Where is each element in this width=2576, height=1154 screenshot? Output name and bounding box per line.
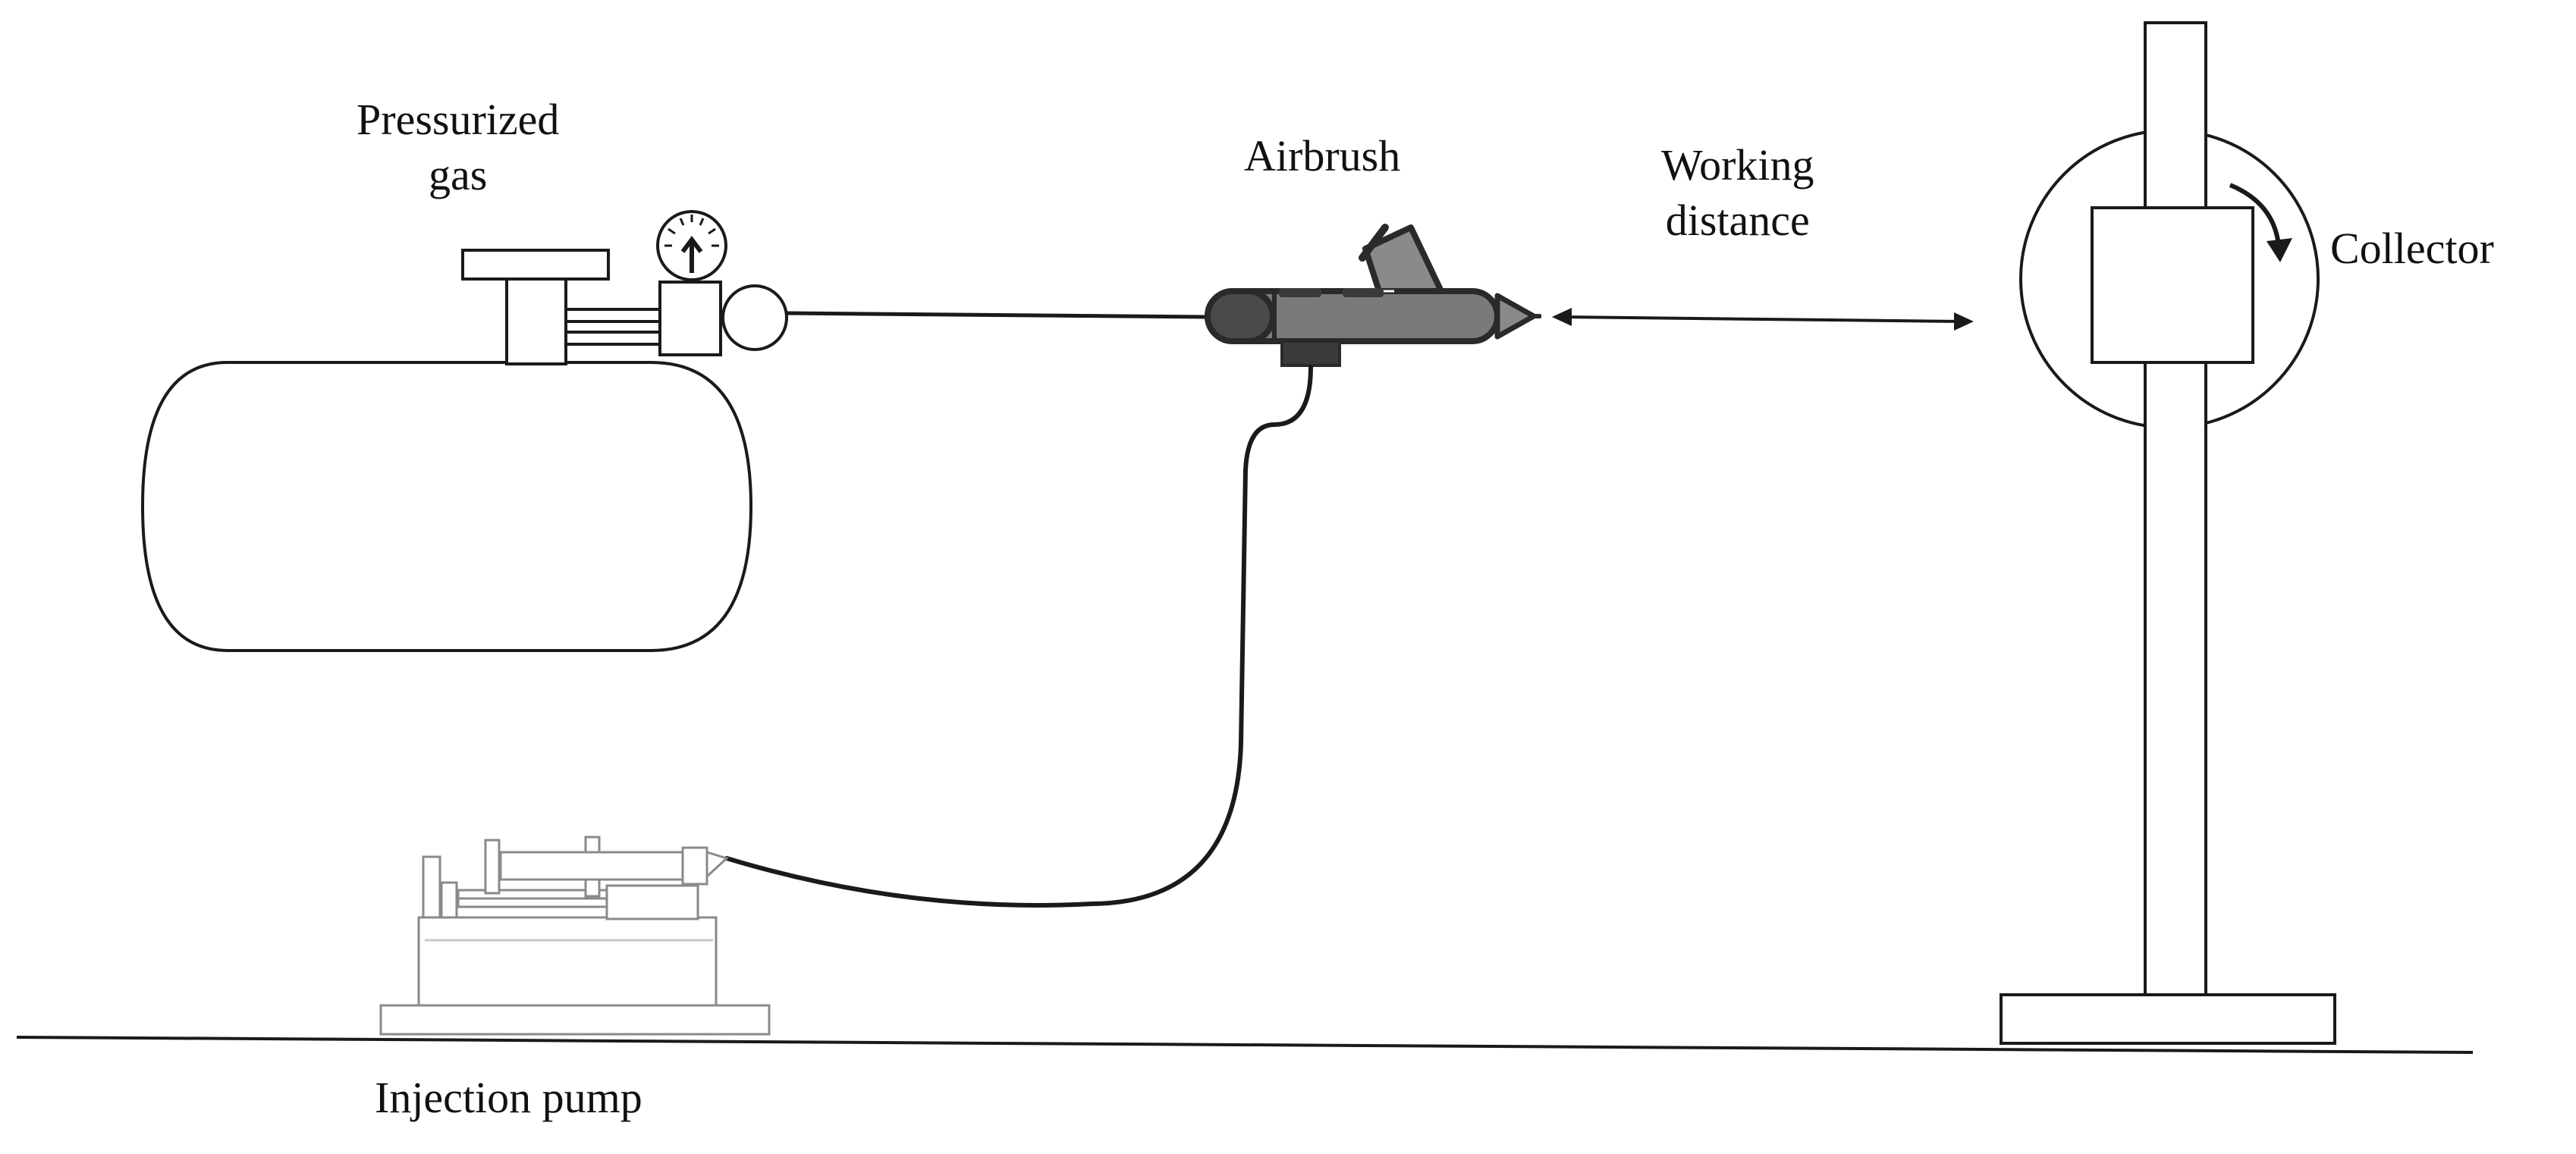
gas-pipe-upper <box>564 308 661 323</box>
gas-regulator-block <box>658 281 722 356</box>
ground-line <box>16 1036 2474 1054</box>
pressurized-gas-label-line1: Pressurized <box>357 95 560 144</box>
collector-plate <box>2091 206 2254 364</box>
pump-housing <box>417 916 718 1007</box>
collector-stand <box>2000 21 2336 1045</box>
gas-regulator-ball <box>721 284 788 351</box>
working-distance-arrow <box>1552 308 1974 331</box>
collector-label: Collector <box>2330 224 2494 273</box>
gas-hose <box>787 311 1207 319</box>
gas-cylinder <box>140 249 788 652</box>
collector-base <box>2000 993 2336 1045</box>
liquid-feed-line <box>724 365 1313 908</box>
gas-tank-body <box>140 361 753 652</box>
pressurized-gas-label-line2: gas <box>429 149 488 199</box>
pump-base-plate <box>379 1004 771 1036</box>
gas-pipe-lower <box>564 331 661 346</box>
pressurized-gas-label: Pressurized gas <box>357 93 559 202</box>
rotation-arrow-icon <box>2229 183 2292 262</box>
working-distance-label-line2: distance <box>1665 195 1810 245</box>
gas-valve-handle <box>461 249 610 281</box>
working-distance-label: Working distance <box>1661 138 1814 248</box>
airbrush-icon <box>1205 224 1540 367</box>
injection-pump <box>379 836 771 1036</box>
gas-valve-stem <box>505 278 567 365</box>
working-distance-label-line1: Working <box>1661 140 1814 190</box>
injection-pump-label: Injection pump <box>375 1073 642 1122</box>
collector-pole <box>2144 21 2207 998</box>
pressure-gauge-icon <box>656 210 727 284</box>
airbrush-label: Airbrush <box>1244 131 1401 180</box>
